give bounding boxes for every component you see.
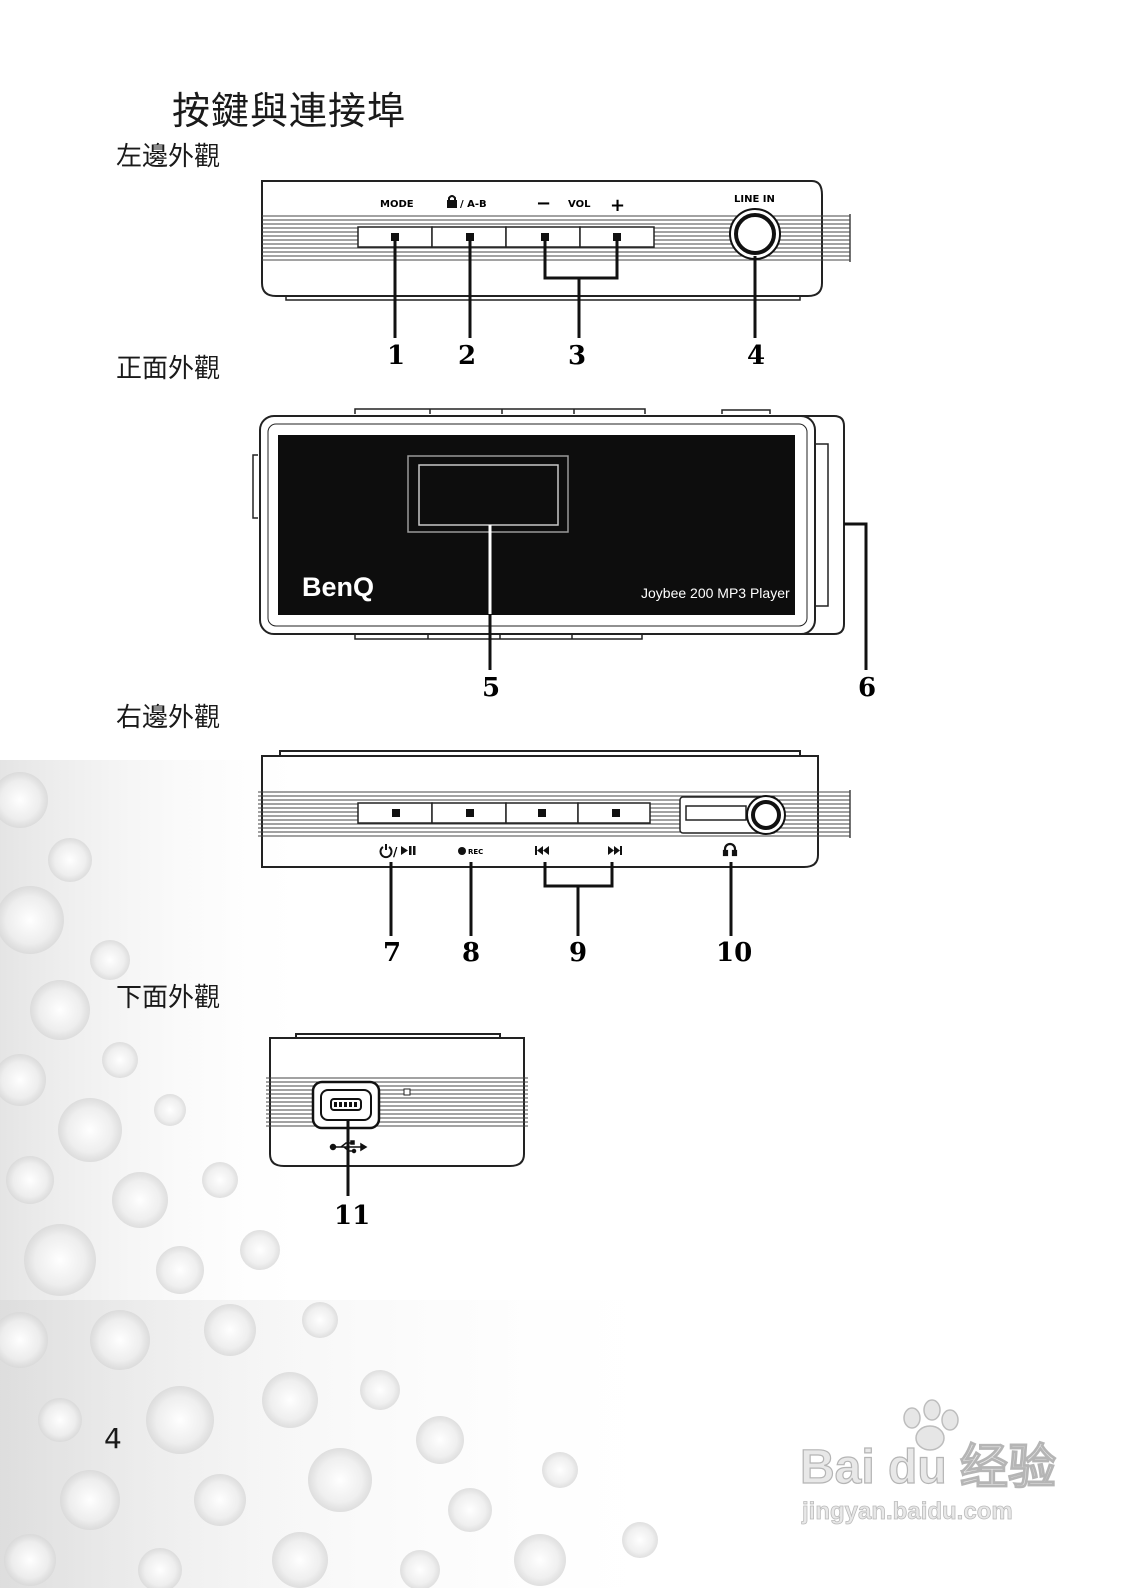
- vol-plus-label: +: [610, 195, 625, 216]
- rec-label: REC: [468, 848, 483, 856]
- mode-label: MODE: [380, 199, 414, 210]
- ab-label: / A-B: [460, 199, 487, 210]
- callout-6: 6: [858, 673, 876, 700]
- page-title: 按鍵與連接埠: [172, 89, 407, 133]
- callout-5: 5: [482, 673, 500, 700]
- vol-label: VOL: [568, 199, 591, 210]
- callout-10: 10: [716, 938, 752, 968]
- vol-plus-button[interactable]: [613, 233, 621, 241]
- callout-11: 11: [334, 1201, 370, 1230]
- section-heading-right-view: 右邊外觀: [116, 703, 221, 733]
- model-name: Joybee 200 MP3 Player: [641, 585, 790, 601]
- brand-logo: BenQ: [302, 572, 374, 602]
- section-heading-left-view: 左邊外觀: [116, 142, 221, 172]
- headphone-jack[interactable]: [746, 795, 786, 835]
- right-device-body: [261, 750, 819, 868]
- bottom-device-body: [269, 1033, 525, 1167]
- record-dot-icon: [458, 847, 466, 855]
- power-play-button[interactable]: [392, 809, 400, 817]
- right-leader-lines: [389, 862, 733, 936]
- paw-print-icon: [903, 1399, 959, 1451]
- lock-icon: [447, 195, 457, 208]
- left-button-strip: [357, 226, 655, 248]
- vol-minus-label: −: [536, 193, 551, 214]
- left-leader-lines: [393, 241, 757, 338]
- headphone-icon: [722, 842, 738, 857]
- page-number: 4: [104, 1422, 122, 1455]
- mode-button[interactable]: [391, 233, 399, 241]
- callout-2: 2: [458, 341, 476, 371]
- rec-button[interactable]: [466, 809, 474, 817]
- baidu-watermark: Bai du 经验 jingyan.baidu.com: [799, 1399, 1057, 1525]
- callout-3: 3: [568, 341, 586, 371]
- watermark-url: jingyan.baidu.com: [801, 1498, 1013, 1525]
- callout-1: 1: [387, 341, 405, 371]
- slash-separator: /: [393, 845, 398, 859]
- prev-button[interactable]: [538, 809, 546, 817]
- line-in-jack[interactable]: [729, 208, 781, 260]
- front-leader-lines: [488, 522, 868, 670]
- callout-7: 7: [383, 938, 401, 968]
- callout-4: 4: [747, 341, 765, 371]
- left-device-body: [261, 180, 823, 301]
- baidu-jingyan-logo-text: Bai du 经验: [800, 1441, 1056, 1494]
- left-view-diagram: MODE / A-B − VOL + LINE IN 1 2 3 4: [261, 180, 851, 371]
- right-view-diagram: / REC 7 8 9 10: [258, 750, 851, 968]
- section-heading-front-view: 正面外觀: [116, 354, 221, 384]
- bottom-view-diagram: 11: [266, 1033, 528, 1230]
- play-pause-icon: [401, 846, 416, 855]
- vol-minus-button[interactable]: [541, 233, 549, 241]
- next-button[interactable]: [612, 809, 620, 817]
- lcd-screen: [418, 464, 559, 526]
- callout-9: 9: [569, 938, 587, 968]
- skip-previous-icon: [535, 846, 549, 855]
- front-view-diagram: BenQ Joybee 200 MP3 Player 5 6: [252, 408, 876, 700]
- section-heading-bottom-view: 下面外觀: [116, 983, 221, 1013]
- power-icon: [379, 844, 393, 859]
- ab-button[interactable]: [466, 233, 474, 241]
- callout-8: 8: [462, 938, 480, 968]
- line-in-label: LINE IN: [734, 194, 775, 205]
- lcd-screen-frame: [407, 455, 569, 533]
- skip-next-icon: [608, 846, 622, 855]
- mini-usb-port[interactable]: [311, 1080, 381, 1130]
